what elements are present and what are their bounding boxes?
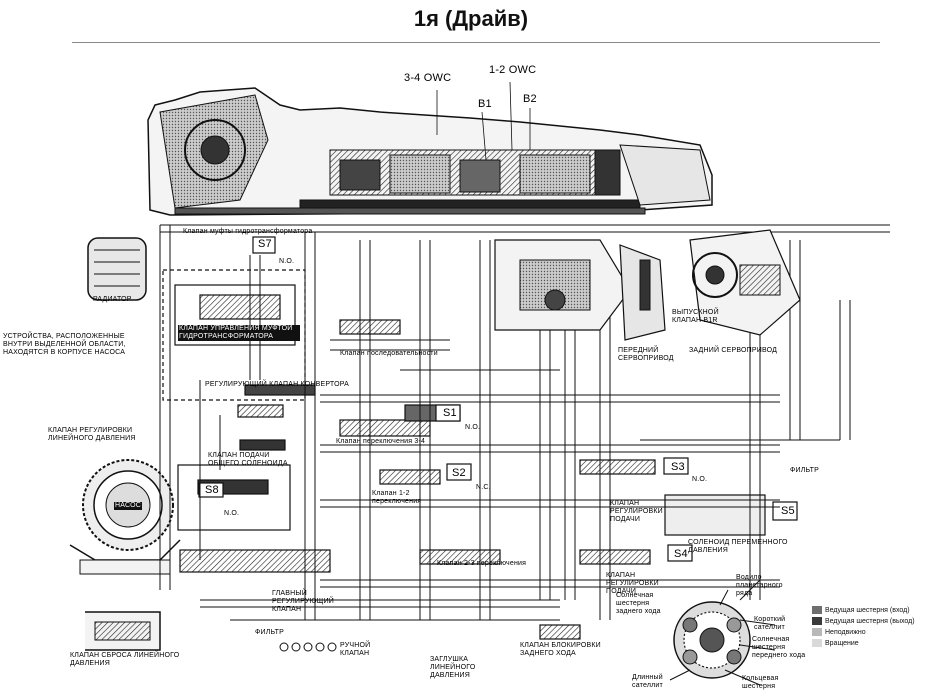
label-radiator: РАДИАТОР <box>93 296 132 303</box>
label-ring-gear: Кольцевая шестерня <box>742 675 779 690</box>
label-main-reg-valve: ГЛАВНЫЙ РЕГУЛИРУЮЩИЙ КЛАПАН <box>272 590 335 613</box>
leader-lines <box>436 81 531 161</box>
label-b1: B1 <box>478 98 492 110</box>
label-no-s7: N.O. <box>279 258 295 265</box>
label-tiny-6: Клапан 2-3 переключения <box>437 560 527 567</box>
label-s3: S3 <box>671 461 685 473</box>
gauge-row <box>279 642 337 652</box>
planetary-gearset <box>669 579 776 686</box>
label-tiny-8: КЛАПАН РЕГУЛИРОВКИ ПОДАЧИ <box>606 572 659 595</box>
label-relief-valve: КЛАПАН СБРОСА ЛИНЕЙНОГО ДАВЛЕНИЯ <box>70 652 180 667</box>
label-s2: S2 <box>452 467 466 479</box>
legend-swatch <box>812 628 822 637</box>
label-devices-note: УСТРОЙСТВА, РАСПОЛОЖЕННЫЕ ВНУТРИ ВЫДЕЛЕН… <box>3 333 126 356</box>
page-title: 1я (Драйв) <box>413 6 529 31</box>
label-filter-1: ФИЛЬТР <box>255 629 284 636</box>
transmission-housing <box>147 87 713 216</box>
legend-swatch <box>812 617 822 626</box>
label-long-sat: Длинный сателлит <box>632 674 663 689</box>
title-divider <box>72 42 880 43</box>
legend-item: Вращение <box>812 639 859 649</box>
legend-item: Неподвижно <box>812 628 866 638</box>
label-manual-valve: РУЧНОЙ КЛАПАН <box>340 642 371 657</box>
radiator-shape <box>87 237 147 301</box>
label-s1: S1 <box>443 407 457 419</box>
label-pump: НАСОС <box>114 502 142 510</box>
label-exhaust-b1r: ВЫПУСКНОЙ КЛАПАН B1R <box>672 309 719 324</box>
label-carrier: Водило планетарного ряда <box>736 574 783 597</box>
label-filter-2: ФИЛЬТР <box>790 467 819 474</box>
solenoids <box>198 236 798 562</box>
label-s7: S7 <box>258 238 272 250</box>
label-no-s3: N.O. <box>692 476 708 483</box>
legend-item: Ведущая шестерня (вход) <box>812 606 910 616</box>
label-short-sat: Короткий сателлит <box>754 616 786 631</box>
legend-swatch <box>812 639 822 648</box>
label-s5: S5 <box>781 505 795 517</box>
label-reverse-lockout: КЛАПАН БЛОКИРОВКИ ЗАДНЕГО ХОДА <box>520 642 601 657</box>
label-tiny-tcc: Клапан муфты гидротрансформатора <box>183 228 313 235</box>
legend-swatch <box>812 606 822 615</box>
label-sun-reverse: Солнечная шестерня заднего хода <box>616 592 661 615</box>
label-line-plug: ЗАГЛУШКА ЛИНЕЙНОГО ДАВЛЕНИЯ <box>430 656 476 679</box>
label-nc-s2: N.C. <box>476 484 491 491</box>
label-tiny-5: Клапан 1-2 переключения <box>372 490 422 505</box>
label-tiny-7: КЛАПАН РЕГУЛИРОВКИ ПОДАЧИ <box>610 500 663 523</box>
label-line-pressure-reg: КЛАПАН РЕГУЛИРОВКИ ЛИНЕЙНОГО ДАВЛЕНИЯ <box>48 427 136 442</box>
label-sun-forward: Солнечная шестерня переднего хода <box>752 636 806 659</box>
label-variable-pressure-solenoid: СОЛЕНОИД ПЕРЕМЕННОГО ДАВЛЕНИЯ <box>688 539 788 554</box>
legend-item: Ведущая шестерня (выход) <box>812 617 915 627</box>
label-s4: S4 <box>674 548 688 560</box>
relief-valve-shape <box>85 611 161 651</box>
pump-gear <box>69 459 181 575</box>
label-no-s8: N.O. <box>224 510 240 517</box>
label-tiny-sol: КЛАПАН ПОДАЧИ ОБЩЕГО СОЛЕНОИДА <box>208 452 288 467</box>
label-owc-12: 1-2 OWC <box>489 64 537 76</box>
servo-drawings <box>494 229 801 341</box>
label-tiny-reg: РЕГУЛИРУЮЩИЙ КЛАПАН КОНВЕРТОРА <box>205 381 350 388</box>
label-s8: S8 <box>205 484 219 496</box>
label-front-servo: ПЕРЕДНИЙ СЕРВОПРИВОД <box>618 347 674 362</box>
label-owc-34: 3-4 OWC <box>404 72 452 84</box>
label-tcc-valve: КЛАПАН УПРАВЛЕНИЯ МУФТОЙ ГИДРОТРАНСФОРМА… <box>178 325 300 341</box>
label-tiny-4: Клапан последовательности <box>340 350 438 357</box>
label-no-s1: N.O. <box>465 424 481 431</box>
label-tiny-3: Клапан переключения 3-4 <box>336 438 426 445</box>
label-rear-servo: ЗАДНИЙ СЕРВОПРИВОД <box>689 347 778 354</box>
label-b2: B2 <box>523 93 537 105</box>
